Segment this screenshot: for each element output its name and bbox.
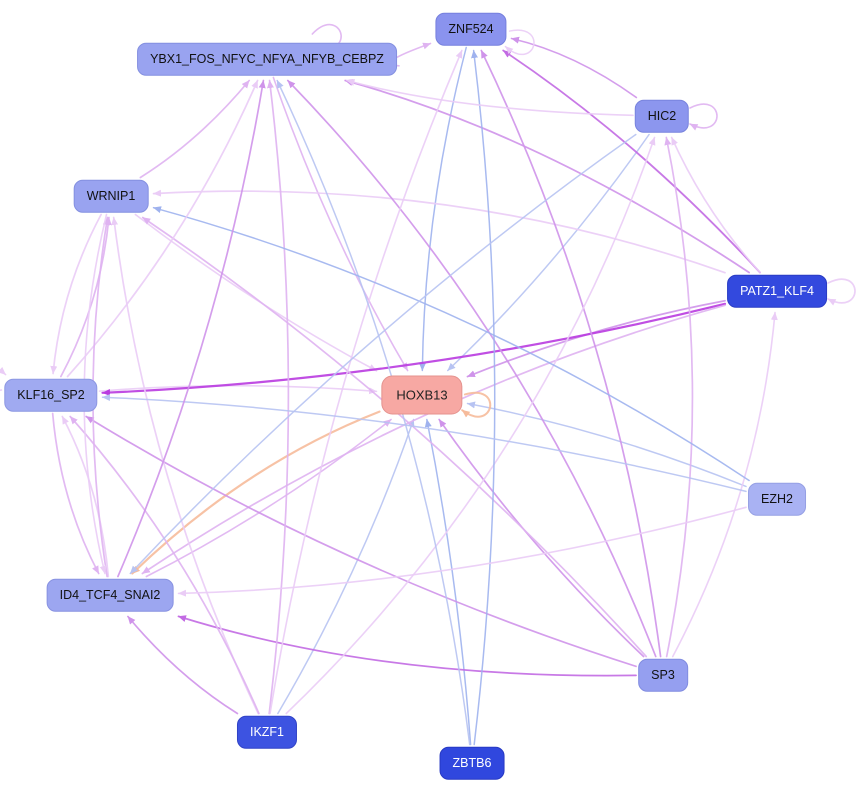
edge-ID4_TCF4_SNAI2-HOXB13 xyxy=(145,418,392,578)
edge-PATZ1_KLF4-ZNF524 xyxy=(502,49,761,274)
edge-SP3-WRNIP1 xyxy=(141,216,648,658)
edge-SP3-HIC2 xyxy=(664,136,694,658)
edge-HIC2-HOXB13 xyxy=(446,133,650,372)
selfloop-PATZ1_KLF4 xyxy=(827,278,856,306)
edge-WRNIP1-KLF16_SP2 xyxy=(50,213,102,375)
edge-EZH2-KLF16_SP2 xyxy=(101,394,747,493)
edge-IKZF1-ID4_TCF4_SNAI2 xyxy=(127,615,239,715)
node-ZBTB6[interactable]: ZBTB6 xyxy=(439,746,505,780)
edge-ID4_TCF4_SNAI2-KLF16_SP2 xyxy=(61,415,110,578)
node-KLF16_SP2[interactable]: KLF16_SP2 xyxy=(4,378,98,412)
node-ZNF524[interactable]: ZNF524 xyxy=(435,12,507,46)
edge-SP3-ID4_TCF4_SNAI2 xyxy=(177,615,637,677)
node-HIC2[interactable]: HIC2 xyxy=(634,99,690,133)
edge-PATZ1_KLF4-WRNIP1 xyxy=(152,189,726,274)
edge-KLF16_SP2-ID4_TCF4_SNAI2 xyxy=(51,412,100,575)
edge-IKZF1-HIC2 xyxy=(285,136,656,715)
edge-EZH2-WRNIP1 xyxy=(152,206,750,482)
edge-ID4_TCF4_SNAI2-YBX1_FOS_NFYC_NFYA_NFYB_CEBPZ xyxy=(117,79,266,578)
edge-HIC2-ID4_TCF4_SNAI2 xyxy=(129,133,637,575)
edge-WRNIP1-YBX1_FOS_NFYC_NFYA_NFYB_CEBPZ xyxy=(139,79,251,179)
edge-ZNF524-HOXB13 xyxy=(418,46,467,372)
node-PATZ1_KLF4[interactable]: PATZ1_KLF4 xyxy=(727,274,827,308)
edge-HIC2-YBX1_FOS_NFYC_NFYA_NFYB_CEBPZ xyxy=(346,79,634,117)
node-WRNIP1[interactable]: WRNIP1 xyxy=(73,179,149,213)
edge-KLF16_SP2-HOXB13 xyxy=(98,384,378,395)
edge-HOXB13-ID4_TCF4_SNAI2 xyxy=(131,410,381,575)
edge-SP3-ZNF524 xyxy=(480,49,662,658)
node-ID4_TCF4_SNAI2[interactable]: ID4_TCF4_SNAI2 xyxy=(46,578,174,612)
selfloop-HOXB13 xyxy=(461,391,492,418)
edge-SP3-KLF16_SP2 xyxy=(85,415,637,668)
edge-PATZ1_KLF4-ID4_TCF4_SNAI2 xyxy=(141,304,726,575)
node-SP3[interactable]: SP3 xyxy=(638,658,688,692)
edge-KLF16_SP2-WRNIP1 xyxy=(60,216,112,378)
edge-PATZ1_KLF4-YBX1_FOS_NFYC_NFYA_NFYB_CEBPZ xyxy=(344,79,751,274)
edge-IKZF1-WRNIP1 xyxy=(111,216,260,715)
node-EZH2[interactable]: EZH2 xyxy=(748,482,806,516)
edge-HIC2-ZNF524 xyxy=(510,36,638,99)
edge-ZBTB6-HOXB13 xyxy=(424,418,472,746)
node-HOXB13[interactable]: HOXB13 xyxy=(381,375,463,415)
edge-SP3-YBX1_FOS_NFYC_NFYA_NFYB_CEBPZ xyxy=(286,79,657,658)
edge-YBX1_FOS_NFYC_NFYA_NFYB_CEBPZ-HOXB13 xyxy=(272,76,409,372)
edge-IKZF1-KLF16_SP2 xyxy=(69,415,260,715)
node-YBX1_FOS_NFYC_NFYA_NFYB_CEBPZ[interactable]: YBX1_FOS_NFYC_NFYA_NFYB_CEBPZ xyxy=(137,42,397,76)
selfloop-ZNF524 xyxy=(504,29,535,55)
edge-SP3-HOXB13 xyxy=(438,418,645,658)
selfloop-HIC2 xyxy=(689,103,718,131)
edge-IKZF1-ZNF524 xyxy=(269,49,463,715)
edge-EZH2-HOXB13 xyxy=(466,401,747,488)
edge-EZH2-ID4_TCF4_SNAI2 xyxy=(177,506,747,597)
node-IKZF1[interactable]: IKZF1 xyxy=(236,715,298,749)
edge-PATZ1_KLF4-HIC2 xyxy=(670,136,761,274)
edge-PATZ1_KLF4-KLF16_SP2 xyxy=(101,302,727,396)
edge-KLF16_SP2-YBX1_FOS_NFYC_NFYA_NFYB_CEBPZ xyxy=(66,79,259,378)
edge-IKZF1-YBX1_FOS_NFYC_NFYA_NFYB_CEBPZ xyxy=(266,79,290,715)
edge-IKZF1-HOXB13 xyxy=(277,418,415,715)
edge-ZBTB6-ZNF524 xyxy=(471,49,496,746)
